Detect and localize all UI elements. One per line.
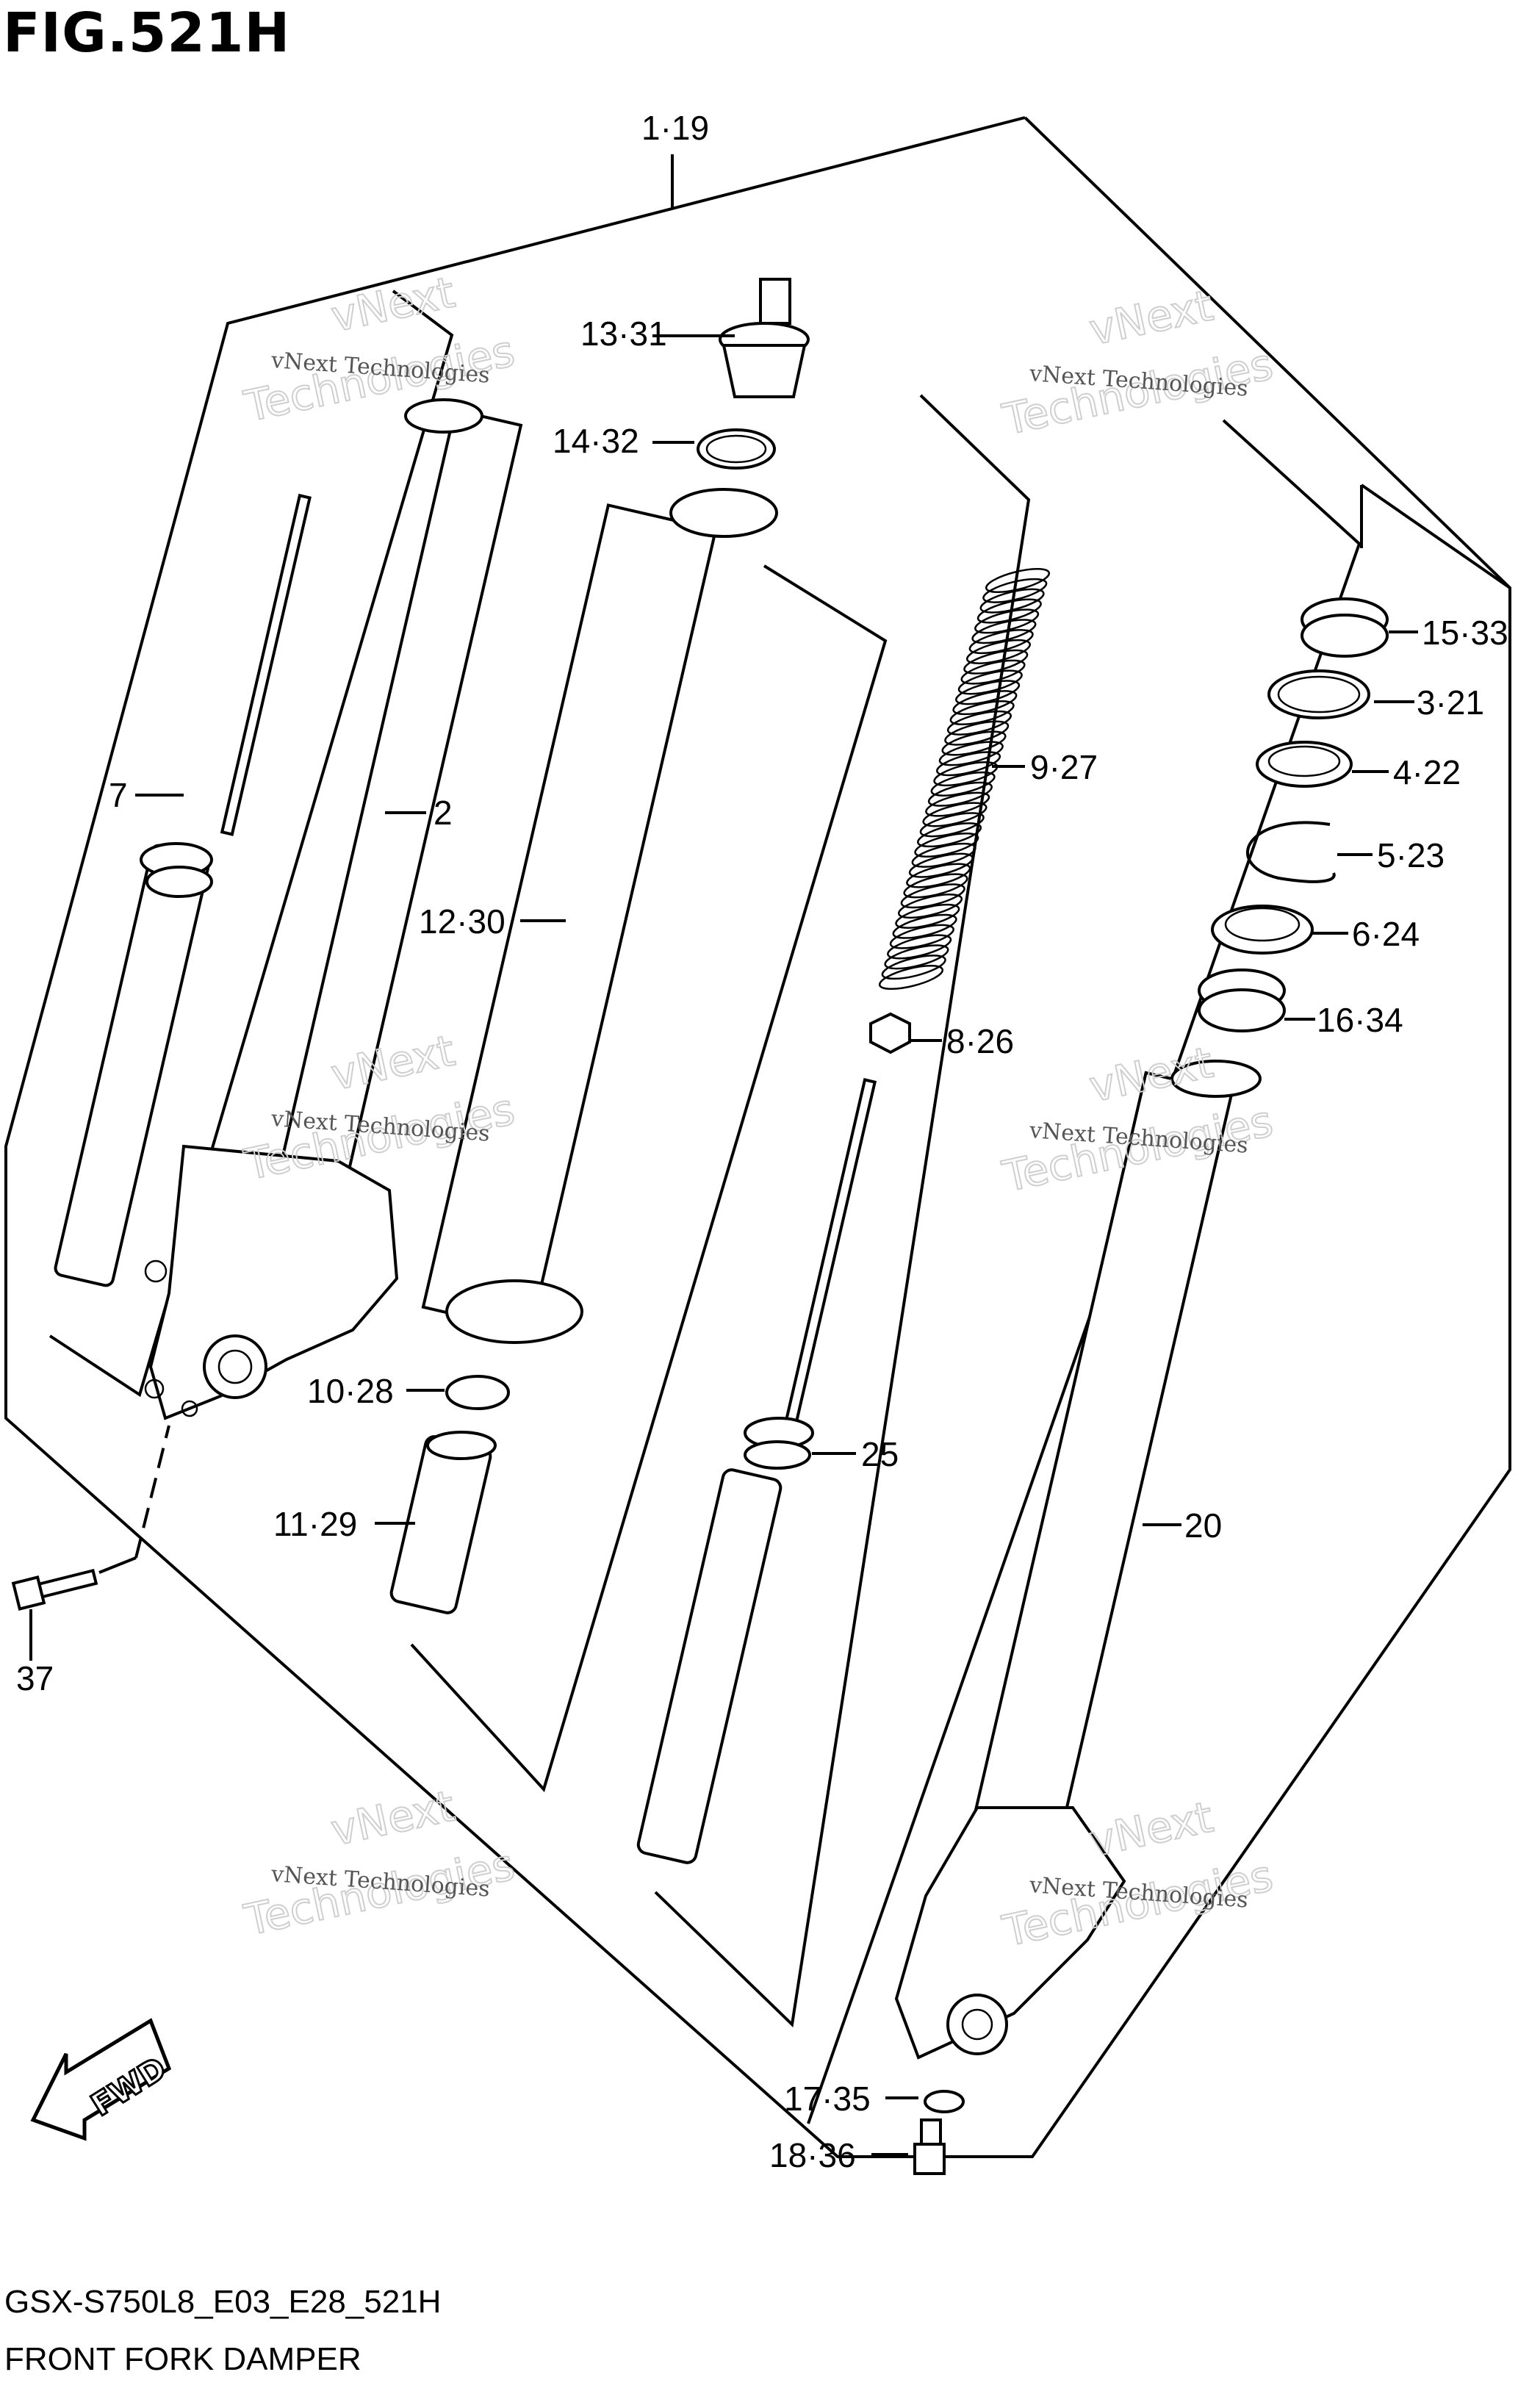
callout-37: 37 bbox=[16, 1659, 54, 1697]
spring-coil bbox=[949, 700, 1015, 726]
group-frame-outer-tube bbox=[807, 419, 1361, 2124]
part-18-bolt bbox=[913, 2118, 946, 2175]
spring-coil bbox=[922, 802, 988, 827]
spring-coil bbox=[927, 781, 993, 807]
spring-coil bbox=[985, 567, 1051, 594]
spring-coil bbox=[917, 822, 982, 848]
part-16-bushing bbox=[1198, 968, 1286, 1032]
fwd-arrow-icon: FWD bbox=[30, 2018, 173, 2141]
part-17-washer bbox=[924, 2090, 965, 2113]
part-2-outer-tube bbox=[144, 398, 523, 1420]
callout-25: 25 bbox=[861, 1435, 899, 1473]
spring-coil bbox=[903, 873, 968, 899]
callout-17-35: 17·35 bbox=[784, 2080, 871, 2118]
spring-coil bbox=[936, 751, 1001, 777]
part-13-cap-bolt bbox=[719, 278, 810, 398]
callout-15-33: 15·33 bbox=[1422, 614, 1508, 652]
part-15-bushing bbox=[1301, 597, 1389, 658]
spring-coil bbox=[925, 791, 990, 817]
spring-coil bbox=[952, 690, 1018, 716]
callout-7: 7 bbox=[109, 776, 128, 814]
callout-14-32: 14·32 bbox=[553, 422, 639, 460]
spring-coil bbox=[963, 649, 1029, 675]
spring-coil bbox=[960, 659, 1026, 685]
callout-20: 20 bbox=[1184, 1506, 1222, 1545]
part-12-inner-tube bbox=[421, 488, 778, 1344]
group-frame-inner-tube bbox=[410, 564, 888, 1792]
callout-2: 2 bbox=[434, 794, 453, 832]
spring-coil bbox=[946, 710, 1012, 736]
spring-coil bbox=[965, 639, 1032, 664]
part-8-nut bbox=[869, 1012, 911, 1054]
spring-coil bbox=[974, 608, 1040, 634]
part-11-cylinder bbox=[389, 1431, 497, 1614]
spring-coil bbox=[944, 720, 1010, 746]
part-20-outer-tube bbox=[894, 1060, 1262, 2060]
watermark-vnext: vNext bbox=[1085, 280, 1217, 355]
spring-coil bbox=[914, 832, 979, 858]
part-9-spring bbox=[878, 567, 1051, 991]
watermark-vnext: vNext bbox=[327, 267, 459, 342]
figure-model-code: GSX-S750L8_E03_E28_521H bbox=[4, 2284, 442, 2320]
part-3-washer bbox=[1267, 669, 1370, 719]
leader-lines bbox=[135, 334, 1418, 2156]
spring-coil bbox=[906, 863, 971, 888]
part-4-seal bbox=[1256, 741, 1353, 788]
part-37-bolt bbox=[11, 1425, 170, 1661]
spring-coil bbox=[900, 883, 965, 909]
callout-12-30: 12·30 bbox=[419, 902, 506, 941]
callout-10-28: 10·28 bbox=[307, 1372, 394, 1410]
part-6-oil-seal bbox=[1211, 905, 1314, 955]
watermark-vnext: vNext bbox=[327, 1780, 459, 1855]
callout-6-24: 6·24 bbox=[1352, 915, 1420, 953]
spring-coil bbox=[889, 924, 954, 949]
callout-3-21: 3·21 bbox=[1417, 683, 1484, 722]
callout-labels: 1·19 13·31 14·32 7 2 12·30 9·27 15·33 3·… bbox=[16, 109, 1508, 2174]
figure-name: FRONT FORK DAMPER bbox=[4, 2341, 361, 2377]
spring-coil bbox=[938, 741, 1004, 766]
callout-8-26: 8·26 bbox=[946, 1022, 1014, 1060]
part-7-damper-rod bbox=[54, 493, 312, 1287]
group-frame-spring bbox=[654, 394, 1031, 2028]
spring-coil bbox=[887, 934, 952, 960]
watermark-vnext: vNext bbox=[1085, 1791, 1217, 1866]
callout-16-34: 16·34 bbox=[1317, 1001, 1403, 1039]
group-frame-left bbox=[48, 290, 454, 1398]
callout-18-36: 18·36 bbox=[769, 2136, 856, 2174]
spring-coil bbox=[878, 964, 944, 991]
part-5-circlip bbox=[1245, 821, 1336, 883]
spring-coil bbox=[979, 588, 1045, 614]
spring-coil bbox=[895, 903, 960, 929]
spring-coil bbox=[976, 598, 1042, 624]
spring-coil bbox=[911, 842, 976, 868]
callout-4-22: 4·22 bbox=[1393, 753, 1461, 791]
callout-13-31: 13·31 bbox=[580, 315, 667, 353]
spring-coil bbox=[881, 955, 946, 980]
spring-coil bbox=[941, 730, 1007, 756]
spring-coil bbox=[892, 913, 957, 939]
spring-coil bbox=[930, 771, 996, 797]
spring-coil bbox=[908, 852, 974, 878]
spring-coil bbox=[971, 619, 1037, 644]
assembly-boundary bbox=[4, 116, 1511, 2158]
spring-coil bbox=[955, 680, 1021, 705]
callout-9-27: 9·27 bbox=[1030, 748, 1098, 786]
spring-coil bbox=[884, 944, 949, 970]
spring-coil bbox=[919, 812, 985, 838]
figure-title: FIG.521H bbox=[3, 1, 291, 65]
spring-coil bbox=[982, 578, 1048, 603]
callout-11-29: 11·29 bbox=[273, 1505, 357, 1543]
spring-coil bbox=[897, 894, 963, 919]
spring-coil bbox=[957, 669, 1023, 695]
callout-5-23: 5·23 bbox=[1377, 836, 1445, 874]
spring-coil bbox=[968, 629, 1034, 655]
callout-1-19: 1·19 bbox=[641, 109, 709, 147]
part-10-seal bbox=[445, 1375, 510, 1410]
part-25-cartridge bbox=[636, 1078, 877, 1864]
